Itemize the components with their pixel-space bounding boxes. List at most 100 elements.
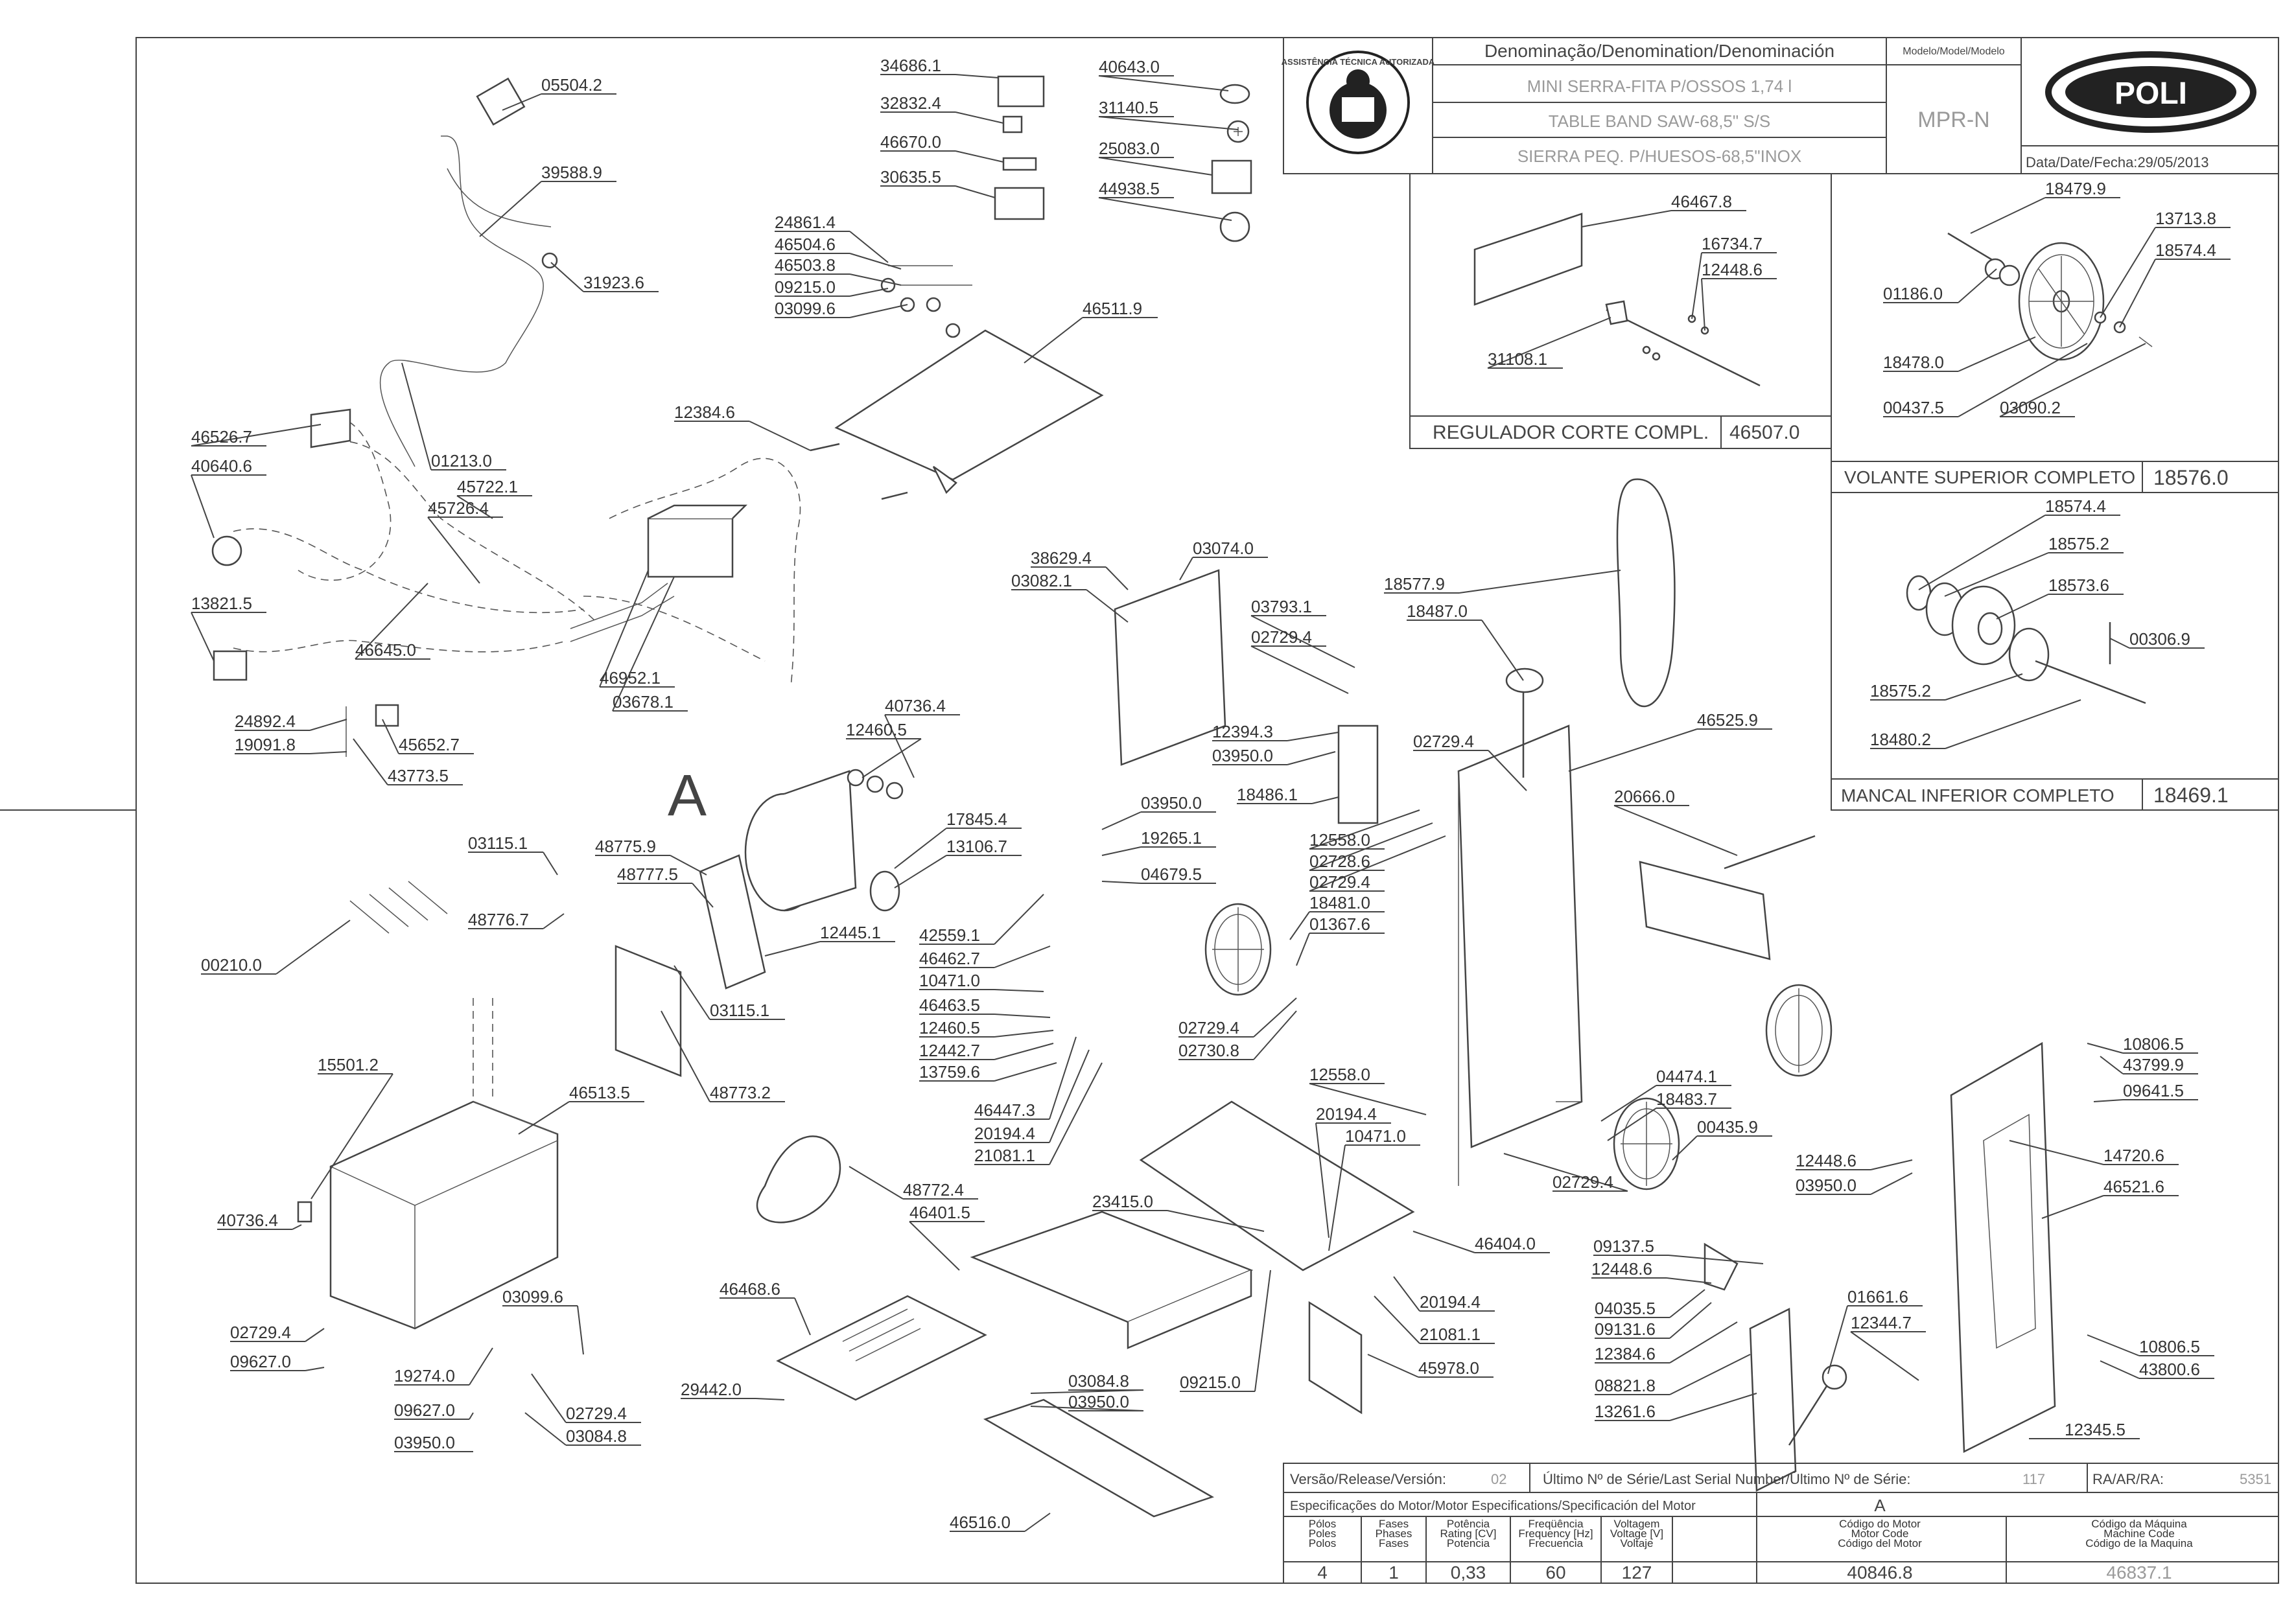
part-callout: 04679.5	[1101, 864, 1216, 884]
tension-lever	[1749, 1308, 1847, 1492]
leader-line	[1669, 1289, 1705, 1318]
leader-line	[994, 1043, 1054, 1060]
part-number-label: 46511.9	[1083, 299, 1142, 318]
part-number-label: 12344.7	[1851, 1313, 1912, 1332]
leader-line	[1049, 1049, 1090, 1143]
part-callout: 13106.7	[894, 837, 1022, 888]
leader-line	[1250, 645, 1349, 694]
part-callout: 43773.5	[353, 738, 463, 785]
part-number-label: 20194.4	[974, 1124, 1035, 1143]
motor-col-heading: Frequency [Hz]	[1518, 1527, 1593, 1540]
part-callout: 46511.9	[1024, 299, 1158, 364]
rear-guard	[1639, 861, 1771, 960]
leader-line	[1701, 278, 1705, 331]
leader-line	[1870, 1172, 1913, 1195]
regulador-title: REGULADOR CORTE COMPL.	[1433, 422, 1709, 443]
leader-line	[1669, 1393, 1757, 1421]
date-line: Data/Date/Fecha:29/05/2013	[2026, 154, 2209, 170]
motor-col-heading: Rating [CV]	[1440, 1527, 1497, 1540]
part-callout: 46526.7	[191, 424, 322, 447]
part-callout: 24892.4	[235, 712, 347, 731]
part-callout: 12558.0	[1309, 1065, 1427, 1115]
part-callout: 31140.5	[1098, 98, 1239, 130]
leader-line	[849, 273, 902, 286]
leader-line	[1481, 620, 1524, 681]
part-number-label: 09215.0	[1180, 1373, 1241, 1392]
part-callout: 42559.1	[919, 894, 1044, 945]
date-value: 29/05/2013	[2137, 154, 2208, 170]
motor-col-value: 0,33	[1451, 1562, 1486, 1583]
part-number-label: 03678.1	[613, 692, 674, 712]
part-number-label: 31923.6	[583, 273, 644, 292]
leader-line	[2087, 1043, 2124, 1054]
part-callout: 18479.9	[1970, 179, 2120, 234]
leader-line	[849, 253, 902, 270]
part-callout: 43799.9	[2100, 1055, 2198, 1074]
part-callout: 46468.6	[720, 1279, 811, 1336]
part-callout: 00435.9	[1672, 1117, 1772, 1161]
part-number-label: 13106.7	[946, 837, 1007, 856]
part-number-label: 20194.4	[1420, 1292, 1481, 1312]
part-callout: 12460.5	[846, 720, 922, 778]
motor-col-value: 60	[1545, 1562, 1565, 1583]
denomination-header: Denominação/Denomination/Denominación	[1484, 41, 1834, 61]
part-callout: 03950.0	[1796, 1172, 1913, 1195]
part-callout: 03678.1	[612, 576, 688, 712]
part-callout: 40736.4	[217, 1211, 302, 1230]
regulador-code: 46507.0	[1729, 422, 1799, 443]
motor-col-heading: Frecuencia	[1529, 1537, 1584, 1549]
motor-variant: A	[1874, 1496, 1886, 1515]
saw-blade	[1616, 478, 1676, 708]
volante-code: 18576.0	[2153, 466, 2229, 489]
leader-line	[292, 1224, 302, 1230]
ra-label: RA/AR/RA:	[2092, 1471, 2164, 1487]
part-callout: 30635.5	[880, 167, 996, 198]
leader-line	[577, 1305, 584, 1355]
part-number-label: 12448.6	[1702, 260, 1763, 279]
part-number-label: 03099.6	[502, 1287, 563, 1306]
leader-line	[599, 570, 649, 688]
date-label: Data/Date/Fecha:	[2026, 154, 2137, 170]
version-label: Versão/Release/Versión:	[1290, 1471, 1446, 1487]
part-callout: 12384.6	[1595, 1321, 1738, 1363]
motor-assembly: A	[668, 763, 904, 990]
motor-col-heading: Potencia	[1447, 1537, 1490, 1549]
blade-cover	[1950, 1041, 2056, 1453]
part-number-label: 12345.5	[2065, 1420, 2126, 1439]
part-number-label: 29442.0	[681, 1380, 742, 1399]
part-number-label: 09627.0	[230, 1352, 291, 1371]
part-number-label: 12384.6	[1595, 1344, 1656, 1363]
part-callout: 01367.6	[1296, 914, 1385, 966]
part-callout: 12558.0	[1309, 809, 1420, 850]
part-callout: 44938.5	[1098, 179, 1232, 221]
part-callout: 04035.5	[1595, 1289, 1705, 1318]
leader-line	[382, 719, 399, 754]
leader-line	[1179, 557, 1193, 581]
part-callout: 03099.6	[502, 1287, 584, 1355]
part-callout: 09627.0	[230, 1352, 325, 1371]
part-callout: 09627.0	[394, 1400, 474, 1420]
part-callout: 43800.6	[2100, 1360, 2214, 1379]
leader-line	[794, 1297, 811, 1336]
part-number-label: 03115.1	[710, 1001, 769, 1020]
part-number-label: 18479.9	[2045, 179, 2106, 198]
part-callout: 10806.5	[2087, 1034, 2198, 1054]
volante-title: VOLANTE SUPERIOR COMPLETO	[1844, 467, 2135, 487]
part-number-label: 43800.6	[2139, 1360, 2200, 1379]
leader-line	[1098, 116, 1239, 130]
part-number-label: 12448.6	[1591, 1259, 1652, 1279]
part-number-label: 18478.0	[1883, 353, 1944, 372]
motor-col-heading: Código do Motor	[1839, 1518, 1921, 1530]
leader-line	[2100, 227, 2156, 318]
leader-line	[1503, 1153, 1628, 1192]
leader-line	[550, 262, 584, 292]
part-callout: 12448.6	[1591, 1259, 1712, 1284]
part-number-label: 46401.5	[909, 1203, 970, 1222]
leader-line	[310, 1073, 393, 1200]
part-number-label: 10806.5	[2139, 1337, 2200, 1356]
leader-line	[1600, 1085, 1657, 1122]
part-callout: 03950.0	[1101, 793, 1216, 830]
part-number-label: 18481.0	[1309, 893, 1370, 912]
part-callout: 16734.7	[1691, 234, 1777, 319]
